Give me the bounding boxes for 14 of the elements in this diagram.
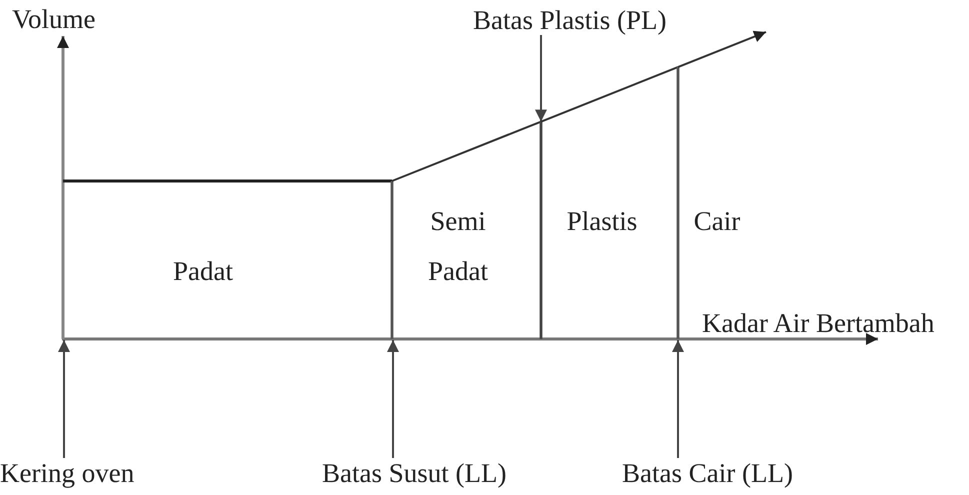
axis-title: Kadar Air Bertambah xyxy=(702,308,934,338)
limit-label: Batas Cair (LL) xyxy=(622,458,793,488)
arrow xyxy=(672,340,684,458)
limit-label: Batas Plastis (PL) xyxy=(473,5,666,35)
limit-label: Kering oven xyxy=(0,458,134,488)
axis-title: Volume xyxy=(12,4,96,34)
region-label: Cair xyxy=(694,206,740,236)
region-label: Padat xyxy=(173,256,233,286)
region-label: Semi Padat xyxy=(427,205,489,288)
arrow xyxy=(535,35,547,122)
arrow xyxy=(387,340,399,458)
region-label: Plastis xyxy=(566,206,638,236)
arrow xyxy=(58,340,70,458)
limit-label: Batas Susut (LL) xyxy=(322,458,506,488)
